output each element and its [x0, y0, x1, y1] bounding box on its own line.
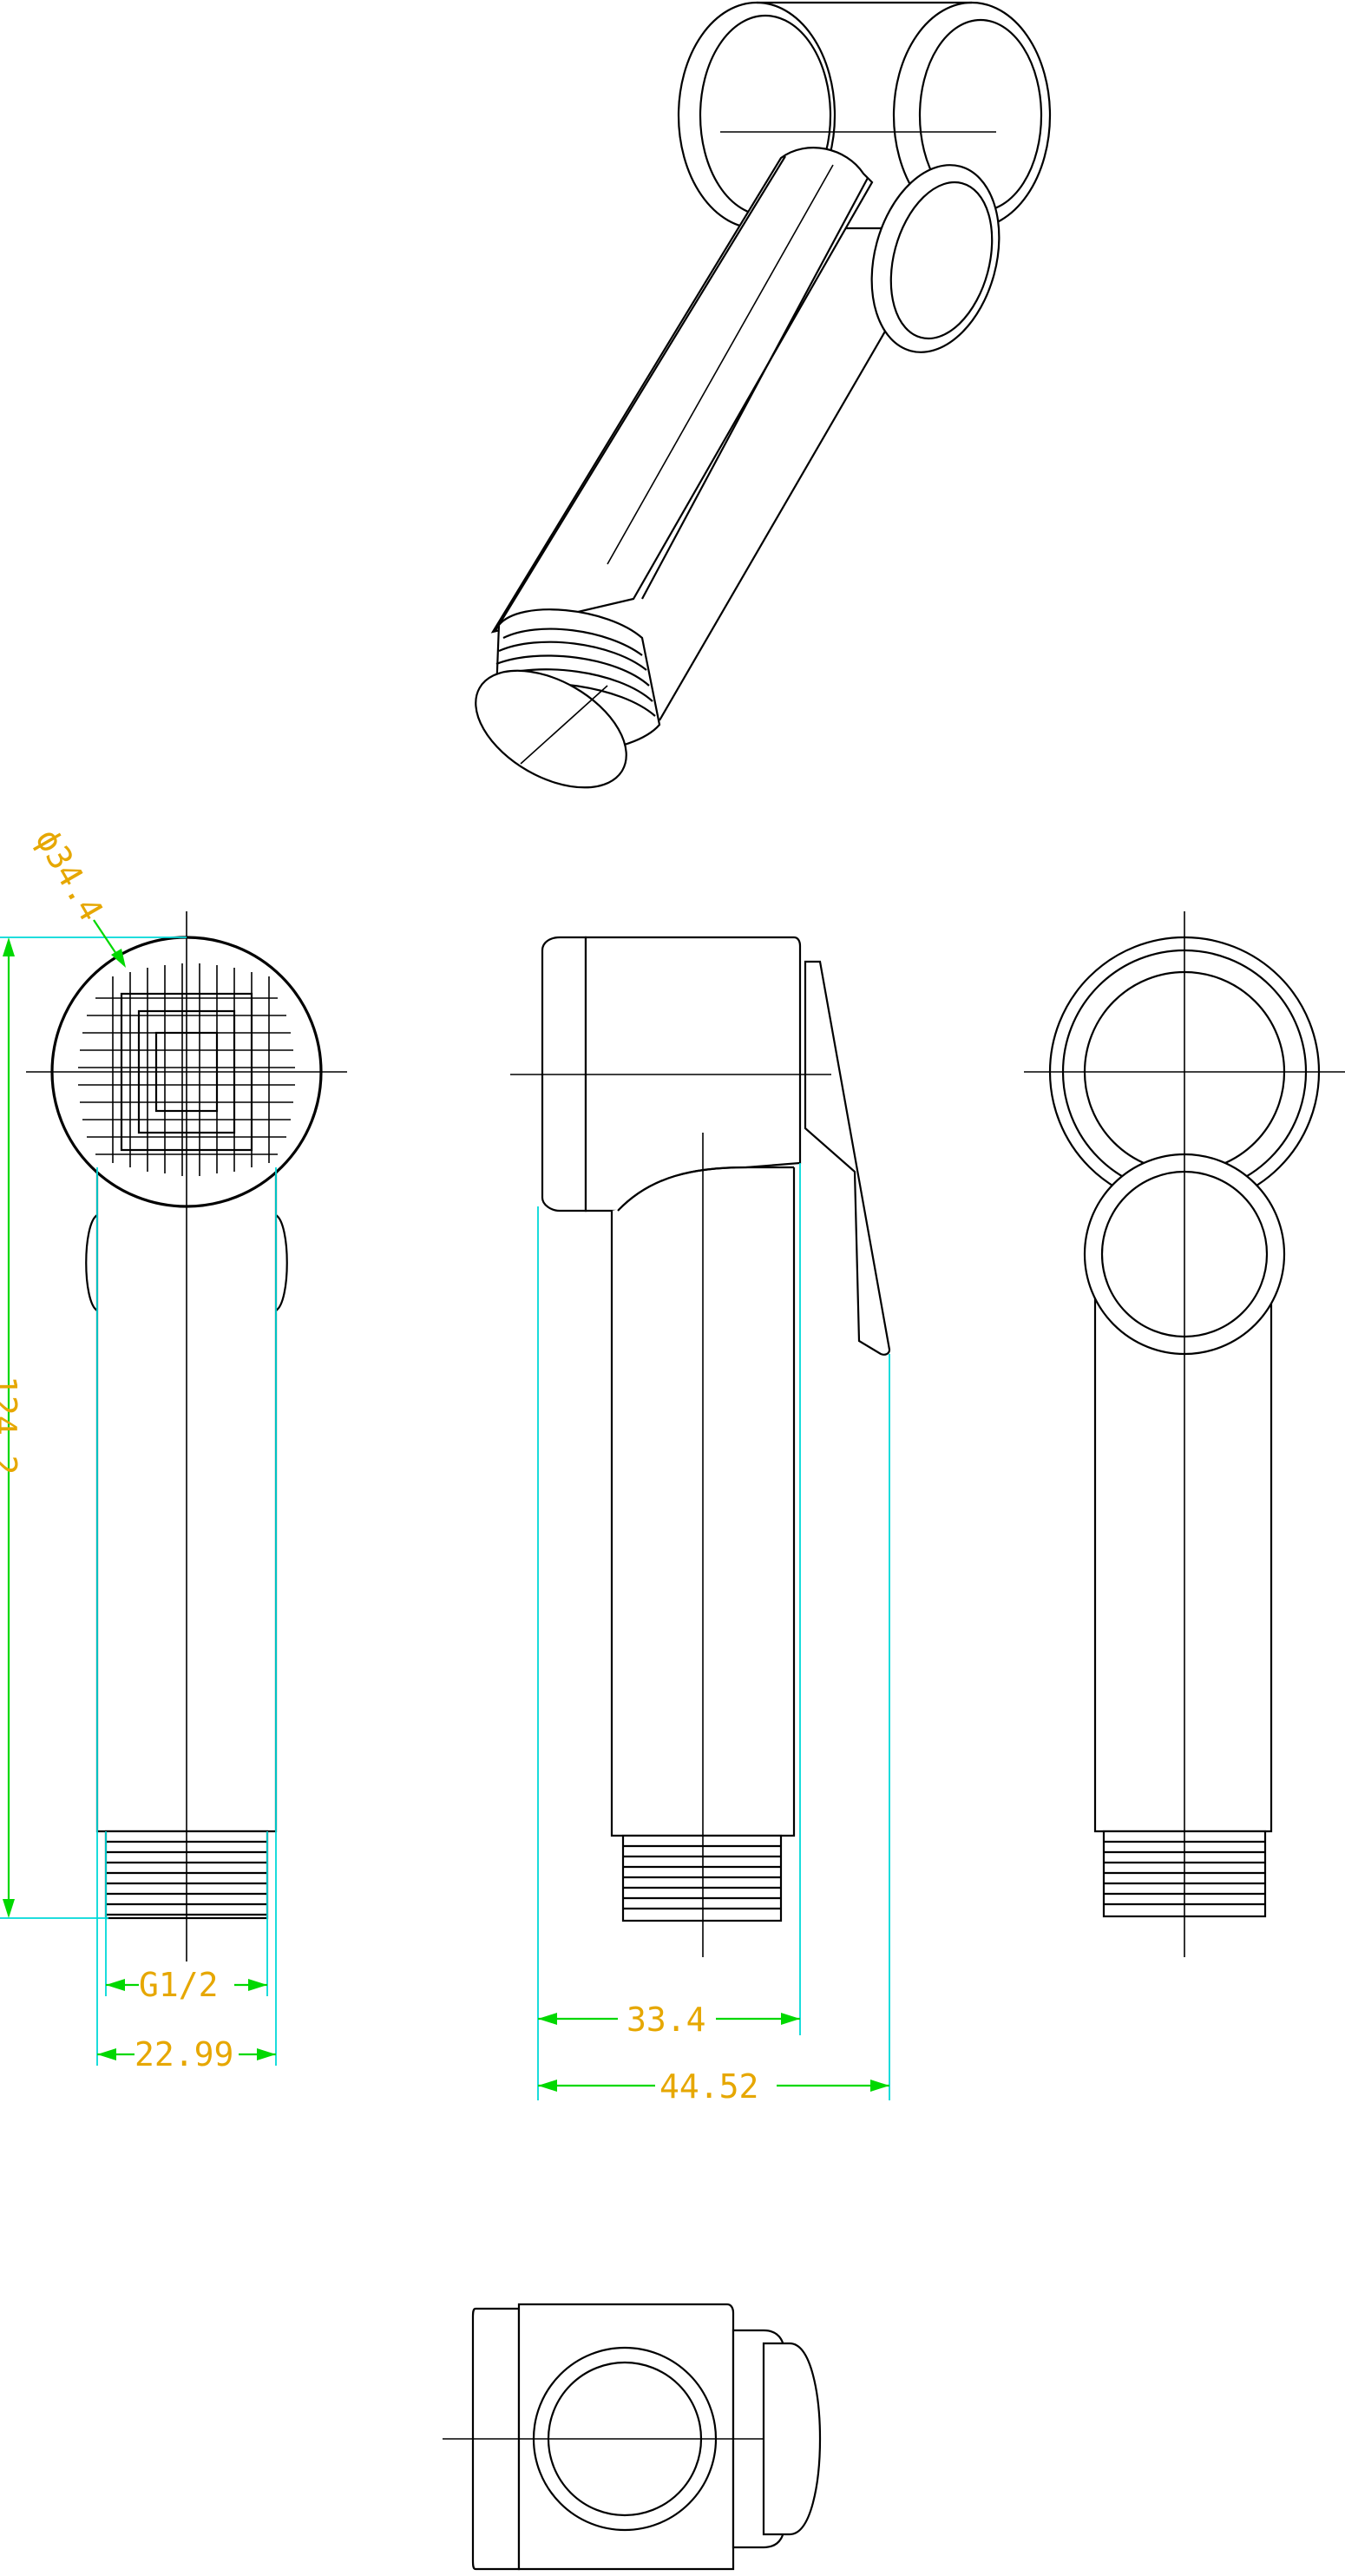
- thread-arrow-left: [106, 1979, 125, 1991]
- width-front-label: 22.99: [134, 2035, 233, 2073]
- isometric-thread: [475, 608, 661, 789]
- extension-lines: [0, 936, 890, 2100]
- width-arrow-right: [257, 2048, 276, 2060]
- height-arrow-top: [3, 937, 15, 956]
- rear-view: [1024, 911, 1345, 1957]
- width-arrow-left: [97, 2048, 116, 2060]
- side-view: [510, 936, 891, 1957]
- overall-depth-arrow-left: [538, 2080, 557, 2092]
- dimension-lines: [3, 919, 889, 2092]
- overall-depth-arrow-right: [870, 2080, 889, 2092]
- body-depth-arrow-right: [781, 2013, 800, 2025]
- height-label: 124.2: [0, 1376, 23, 1475]
- side-thread: [621, 1834, 783, 1922]
- body-depth-arrow-left: [538, 2013, 557, 2025]
- front-view: [26, 911, 347, 1962]
- height-arrow-bottom: [3, 1899, 15, 1918]
- body-depth-label: 33.4: [627, 2001, 706, 2039]
- top-view: [443, 2303, 822, 2571]
- thread-arrow-right: [248, 1979, 267, 1991]
- thread-label: G1/2: [139, 1966, 219, 2004]
- diameter-arrow: [111, 949, 126, 968]
- diameter-label: ϕ34.4: [28, 823, 110, 928]
- overall-depth-label: 44.52: [659, 2067, 758, 2106]
- isometric-view: [475, 1, 1052, 789]
